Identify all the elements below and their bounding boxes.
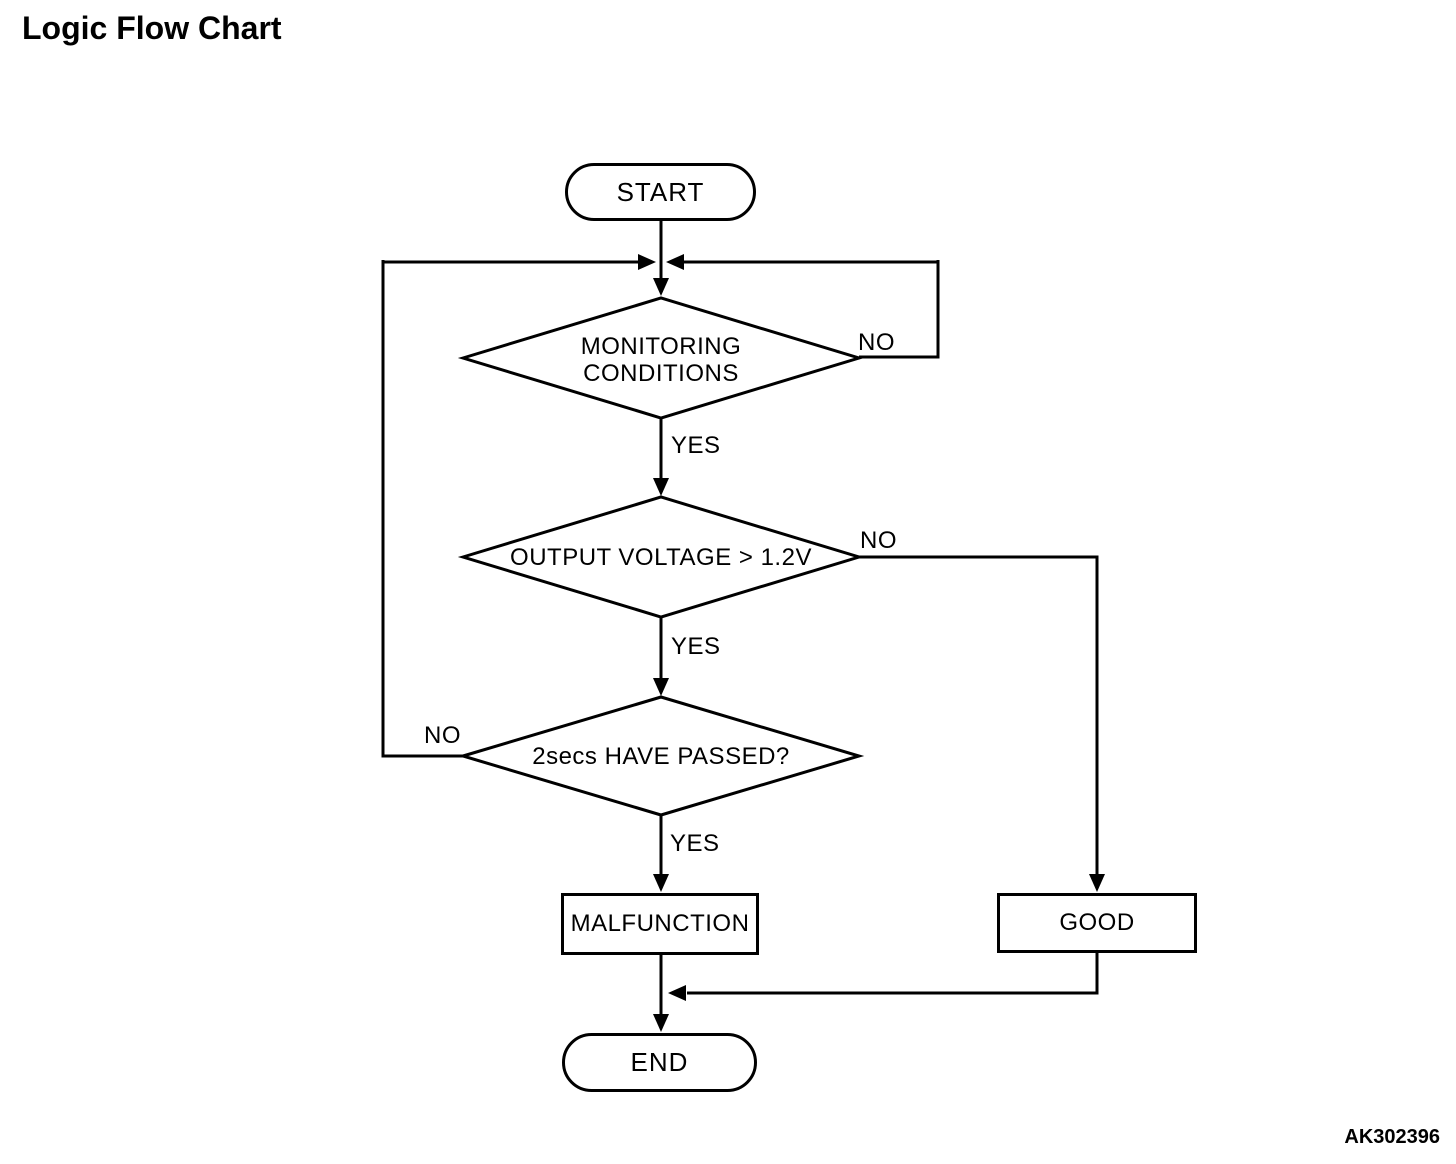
- voltage-no-connector: [859, 555, 1099, 877]
- passed-no-loop-connector: [381, 260, 463, 758]
- end-label: END: [630, 1047, 689, 1077]
- output-voltage-diamond: [457, 495, 865, 619]
- voltage-yes-label: YES: [671, 633, 721, 660]
- malfunction-label: MALFUNCTION: [570, 910, 750, 937]
- start-terminal: START: [565, 163, 756, 221]
- monitoring-no-label: NO: [858, 329, 895, 356]
- passed-entry-arrowhead-icon: [653, 678, 669, 696]
- output-voltage-line1: OUTPUT VOLTAGE > 1.2V: [510, 544, 812, 571]
- monitoring-no-loop-connector: [859, 260, 940, 359]
- malfunction-entry-arrowhead-icon: [653, 874, 669, 892]
- 2secs-passed-label: 2secs HAVE PASSED?: [461, 743, 861, 770]
- 2secs-passed-diamond: [457, 695, 865, 817]
- figure-code: AK302396: [1344, 1126, 1440, 1148]
- monitoring-yes-label: YES: [671, 432, 721, 459]
- monitoring-entry-arrowhead-icon: [653, 278, 669, 296]
- voltage-no-label: NO: [860, 527, 897, 554]
- good-process-box: GOOD: [997, 893, 1197, 953]
- start-label: START: [616, 176, 705, 207]
- good-label: GOOD: [1059, 909, 1135, 936]
- page-title: Logic Flow Chart: [22, 10, 282, 46]
- voltage-entry-arrowhead-icon: [653, 478, 669, 496]
- good-merge-arrowhead-icon: [668, 985, 686, 1001]
- passed-no-label: NO: [424, 722, 461, 749]
- malfunction-process-box: MALFUNCTION: [561, 893, 759, 955]
- monitoring-conditions-line1: MONITORING: [580, 333, 742, 360]
- junction-left-arrowhead-icon: [638, 254, 656, 270]
- monitoring-conditions-line2: CONDITIONS: [583, 360, 739, 387]
- end-entry-arrowhead-icon: [653, 1014, 669, 1032]
- passed-yes-label: YES: [670, 830, 720, 857]
- good-to-end-connector: [687, 953, 1099, 995]
- junction-right-arrowhead-icon: [666, 254, 684, 270]
- monitoring-conditions-label: MONITORING CONDITIONS: [461, 333, 861, 387]
- good-entry-arrowhead-icon: [1089, 874, 1105, 892]
- output-voltage-label: OUTPUT VOLTAGE > 1.2V: [461, 544, 861, 571]
- end-terminal: END: [562, 1033, 757, 1092]
- 2secs-passed-line1: 2secs HAVE PASSED?: [532, 743, 790, 770]
- monitoring-conditions-diamond: [457, 296, 865, 420]
